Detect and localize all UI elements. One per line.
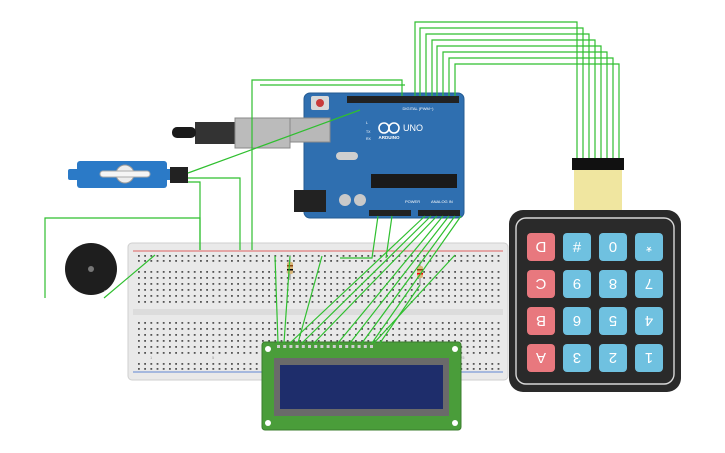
wires [44,21,620,344]
wire [103,254,156,299]
wire [425,33,590,158]
usb-cable [172,117,291,149]
power-header [369,210,411,216]
arduino-uno-board[interactable]: DIGITAL (PWM~) ARDUINO UNO L TX RX POWER… [289,92,465,219]
piezo-buzzer[interactable]: + − [65,243,117,295]
keypad-key-label: B [536,312,546,329]
tx-led-label: TX [366,130,371,134]
keypad-key[interactable]: 0 [599,233,627,261]
buzzer-minus-label: − [104,288,108,295]
wire [44,217,201,298]
keypad-key-label: 0 [609,238,617,255]
keypad-key-label: 2 [609,349,617,366]
keypad-key[interactable]: 9 [563,270,591,298]
keypad-key[interactable]: 3 [563,344,591,372]
reset-button-cap[interactable] [316,99,324,107]
keypad-key[interactable]: B [527,307,555,335]
analog-header [418,210,460,216]
keypad-key[interactable]: * [635,233,663,261]
power-jack [294,190,326,212]
capacitor [339,194,351,206]
wire [448,57,614,158]
wire [442,51,608,158]
wire [251,79,403,250]
arduino-brand: ARDUINO [379,135,400,140]
power-label: POWER [405,199,420,204]
lcd-16x2[interactable] [261,341,462,431]
crystal-oscillator [336,152,358,160]
wire [371,215,462,344]
keypad-key-label: 1 [645,349,653,366]
wire [379,284,421,344]
microcontroller-chip [371,174,457,188]
usb-port [289,117,331,143]
servo-motor[interactable] [68,161,188,188]
breadboard-column-number: 5 [212,355,215,360]
wire [313,215,438,344]
keypad-key-label: 6 [573,312,581,329]
wire [349,215,450,344]
wire [419,27,584,158]
keypad-key[interactable]: 5 [599,307,627,335]
keypad-key-label: 3 [573,349,581,366]
wire [188,177,241,250]
keypad-key[interactable]: A [527,344,555,372]
wire [454,63,620,158]
keypad-key[interactable]: # [563,233,591,261]
keypad-key-label: * [646,238,652,255]
wire [283,255,291,344]
wire [436,45,602,158]
keypad-key[interactable]: 7 [635,270,663,298]
keypad-key-label: 5 [609,312,617,329]
wire [274,255,279,344]
lcd-screen [280,365,443,409]
uno-label: UNO [403,123,423,133]
keypad-key-label: 7 [645,275,653,292]
breadboard-column-number: 1 [150,355,153,360]
wire [297,255,323,344]
keypad-key-label: # [572,238,581,255]
wire [337,215,444,344]
wire [361,215,456,344]
keypad-key[interactable]: C [527,270,555,298]
keypad-ribbon-connector [572,158,624,210]
buzzer-plus-label: + [72,288,76,295]
wire [414,21,578,158]
keypad-keys: D #0 * C 9 8 7B 6 5 4A 3 2 1 [527,233,663,372]
keypad-key-label: 8 [609,275,617,292]
wire [289,215,426,344]
lcd-pins [277,345,373,348]
digital-label: DIGITAL (PWM~) [403,106,435,111]
keypad-key-label: D [535,238,546,255]
keypad-key[interactable]: 4 [635,307,663,335]
rx-led-label: RX [366,137,372,141]
wire [188,181,201,250]
wire [340,215,379,259]
keypad-key[interactable]: 8 [599,270,627,298]
keypad-key[interactable]: 6 [563,307,591,335]
keypad-key-label: 9 [573,275,581,292]
keypad-key[interactable]: 2 [599,344,627,372]
keypad-4x4[interactable]: D #0 * C 9 8 7B 6 5 4A 3 2 1 [509,158,681,392]
wire [187,109,361,174]
keypad-key-label: 4 [645,312,653,329]
keypad-key-label: C [535,275,546,292]
servo-connector [170,167,188,183]
capacitor [354,194,366,206]
keypad-key[interactable]: D [527,233,555,261]
keypad-key[interactable]: 1 [635,344,663,372]
digital-header [347,96,459,103]
wire [301,215,432,344]
breadboard-column-number: 25 [460,355,465,360]
keypad-key-label: A [536,349,546,366]
arduino-logo: ARDUINO [378,122,400,140]
wire [373,254,456,344]
wire [431,39,596,158]
l-led-label: L [366,121,368,125]
analog-label: ANALOG IN [431,199,453,204]
